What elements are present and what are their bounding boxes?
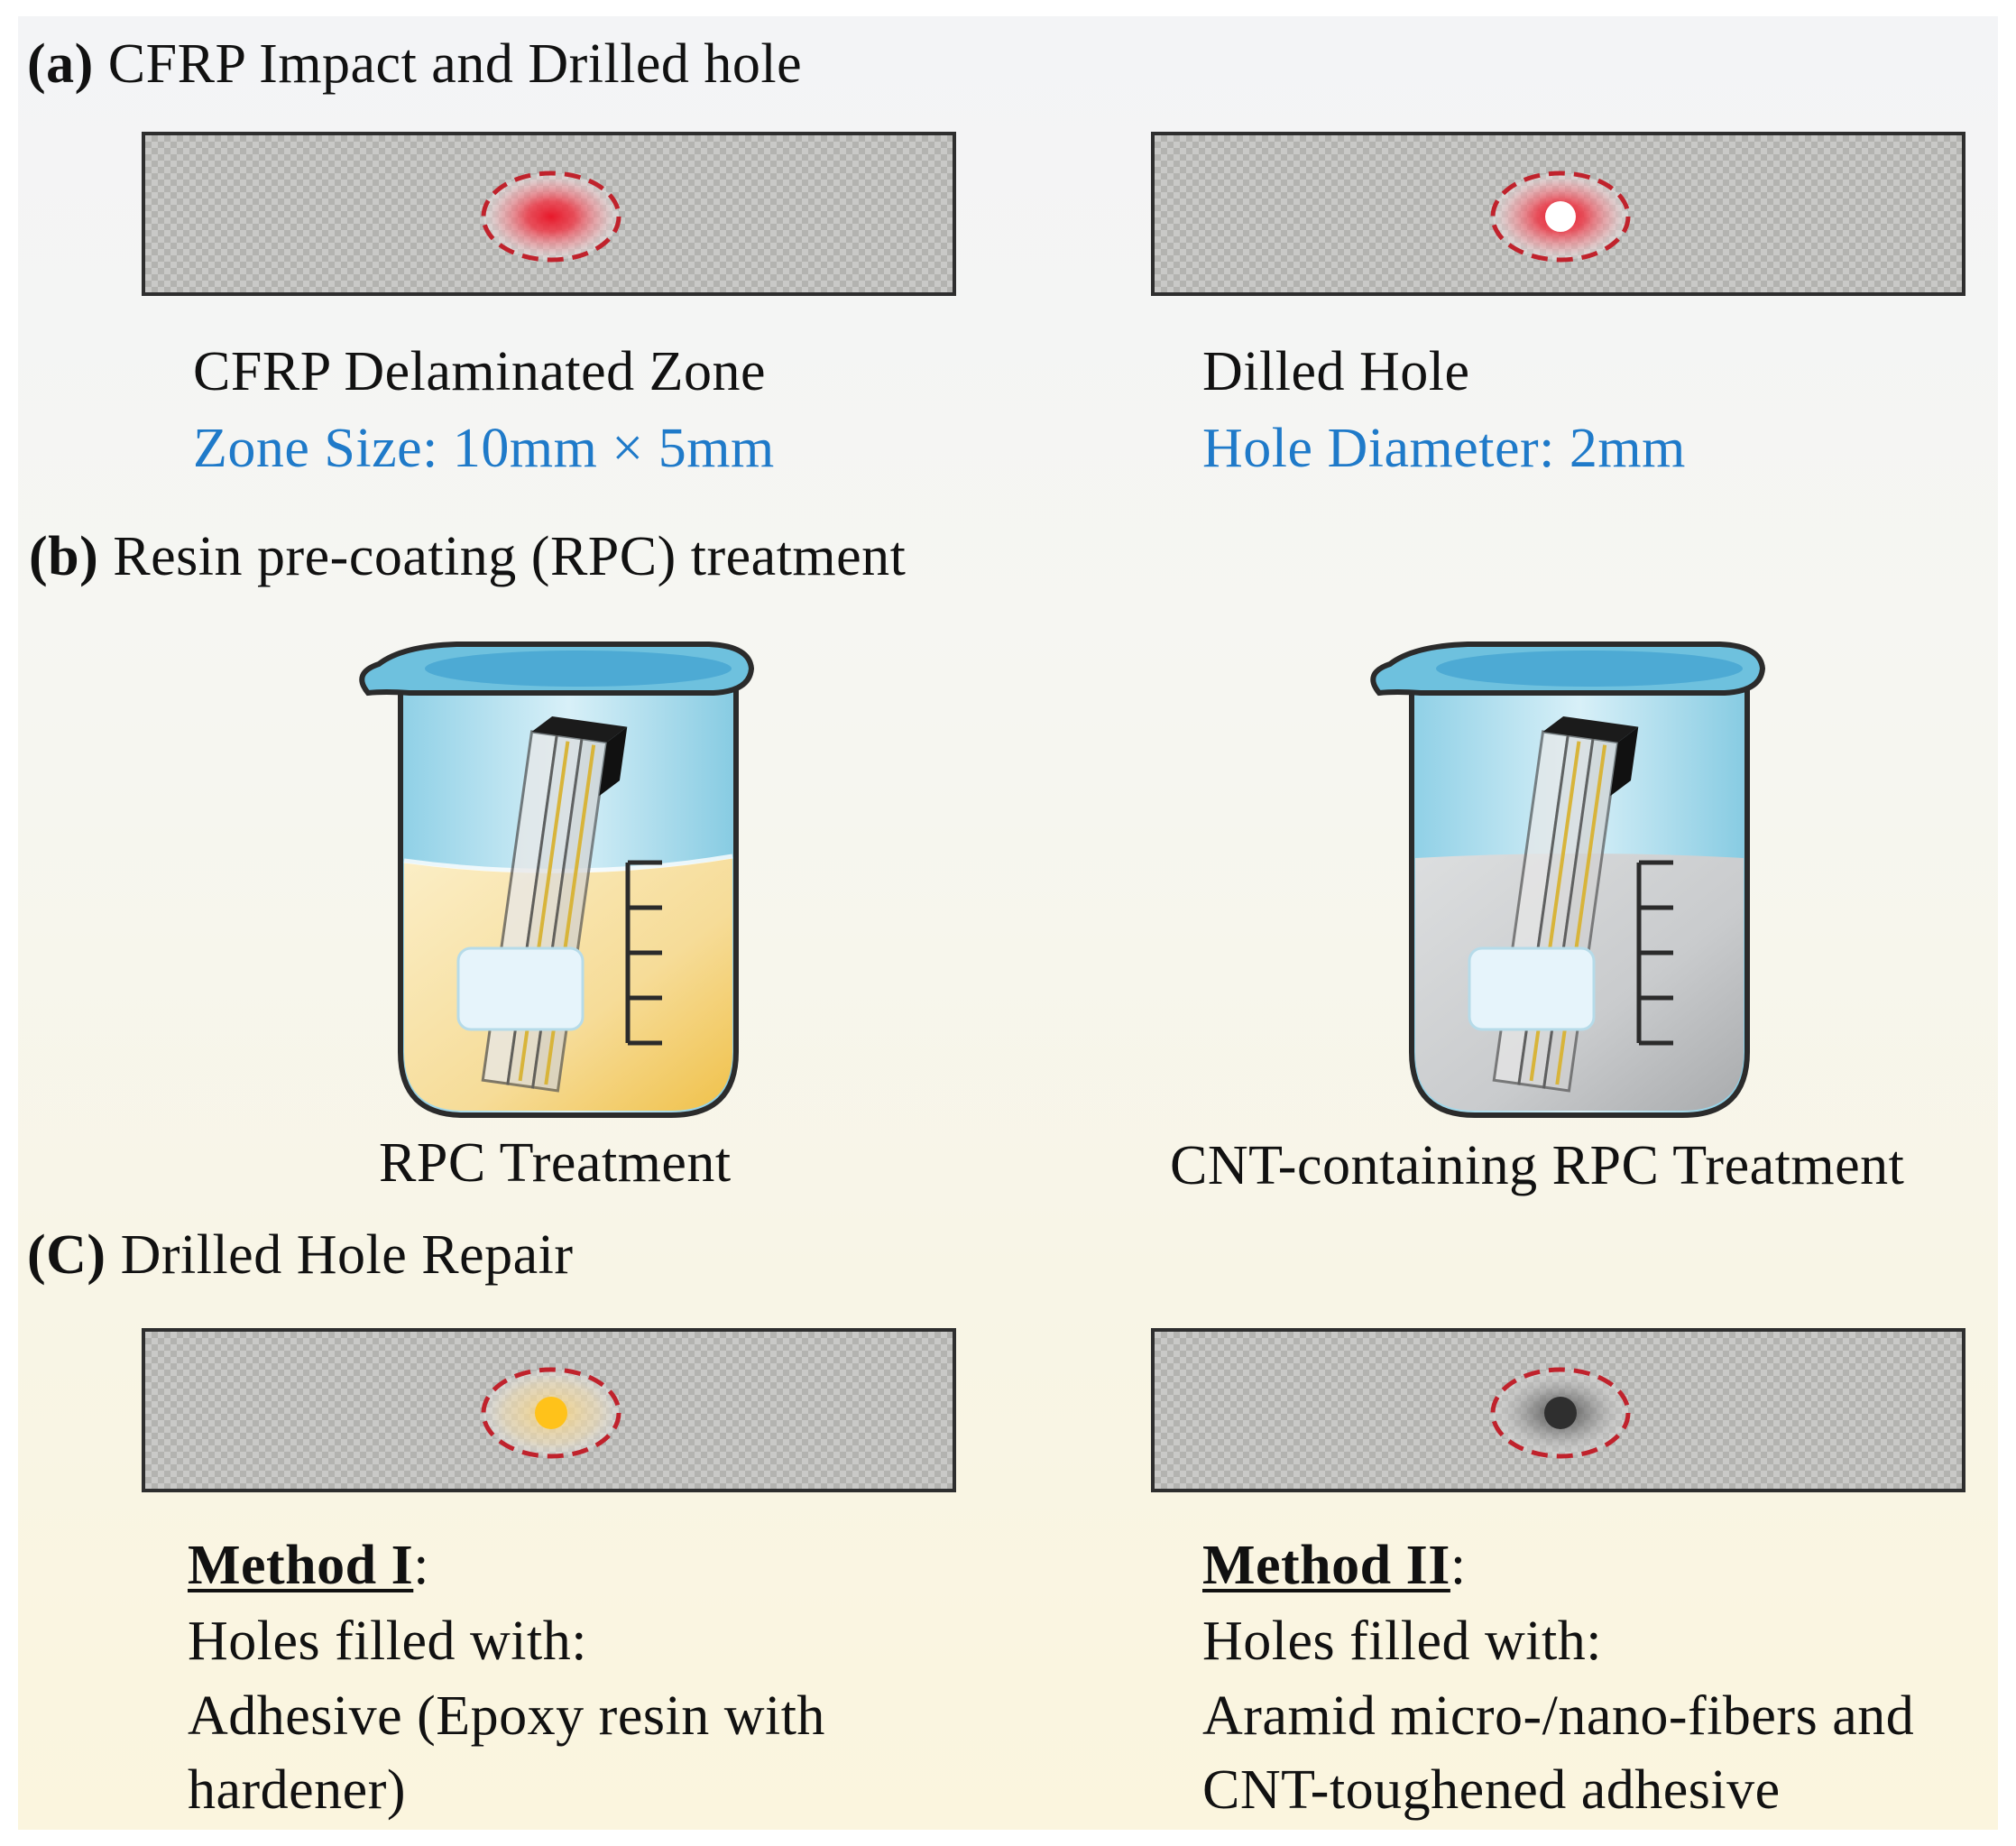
- section-b-title-text: Resin pre-coating (RPC) treatment: [113, 526, 907, 587]
- method2-heading: Method II:: [1202, 1537, 1467, 1593]
- section-a-marker: (a): [27, 33, 94, 95]
- method1-line2: Adhesive (Epoxy resin with: [188, 1685, 825, 1747]
- drilled-hole-graphic: [1490, 171, 1631, 263]
- drilled-hole: [1545, 201, 1576, 232]
- beaker-label-patch: [456, 946, 585, 1031]
- method1-heading: Method I:: [188, 1537, 429, 1593]
- cnt-rpc-beaker: [1370, 641, 1766, 1118]
- delamination-zone-outline: [481, 171, 621, 263]
- method2-colon: :: [1450, 1535, 1467, 1596]
- method2-heading-text: Method II: [1202, 1535, 1450, 1596]
- cfrp-panel-method2: [1151, 1328, 1965, 1492]
- figure-canvas: (a) CFRP Impact and Drilled hole: [18, 16, 1998, 1830]
- drilled-zone-outline: [1490, 171, 1631, 263]
- drilled-hole-label: Dilled Hole: [1202, 341, 1470, 402]
- method1-line1: Holes filled with:: [188, 1611, 587, 1672]
- section-c-title-text: Drilled Hole Repair: [120, 1224, 574, 1286]
- cfrp-panel-drilled: [1151, 132, 1965, 296]
- cnt-rpc-treatment-label: CNT-containing RPC Treatment: [1170, 1135, 1905, 1196]
- delamination-zone-graphic: [481, 171, 621, 263]
- beaker-opening: [1436, 651, 1743, 687]
- method2-repair-graphic: [1490, 1367, 1631, 1459]
- measurement-marks: [1636, 860, 1673, 1046]
- method1-zone-outline: [481, 1367, 621, 1459]
- section-a-title-text: CFRP Impact and Drilled hole: [107, 33, 803, 95]
- method2-line2: Aramid micro-/nano-fibers and: [1202, 1685, 1915, 1747]
- rpc-beaker: [359, 641, 755, 1118]
- method2-line1: Holes filled with:: [1202, 1611, 1602, 1672]
- section-c-marker: (C): [27, 1224, 106, 1286]
- cfrp-panel-method1: [142, 1328, 956, 1492]
- method1-repair-graphic: [481, 1367, 621, 1459]
- method2-zone-outline: [1490, 1367, 1631, 1459]
- rpc-treatment-label: RPC Treatment: [379, 1132, 732, 1194]
- delamination-zone: [483, 173, 619, 260]
- delaminated-zone-label: CFRP Delaminated Zone: [193, 341, 767, 402]
- section-a-title: (a) CFRP Impact and Drilled hole: [27, 36, 802, 92]
- beaker-label-patch: [1468, 946, 1596, 1031]
- zone-size-label: Zone Size: 10mm × 5mm: [193, 418, 775, 479]
- specimen-top: [1542, 715, 1639, 743]
- method1-heading-text: Method I: [188, 1535, 414, 1596]
- method2-line3: CNT-toughened adhesive: [1202, 1759, 1781, 1821]
- beaker-opening: [425, 651, 732, 687]
- section-b-marker: (b): [29, 526, 99, 587]
- specimen-top: [531, 715, 628, 743]
- hole-diameter-label: Hole Diameter: 2mm: [1202, 418, 1686, 479]
- section-b-title: (b) Resin pre-coating (RPC) treatment: [29, 529, 906, 585]
- adhesive-filled-hole: [535, 1397, 567, 1429]
- section-c-title: (C) Drilled Hole Repair: [27, 1227, 573, 1283]
- method1-colon: :: [413, 1535, 430, 1596]
- cfrp-panel-impact: [142, 132, 956, 296]
- cnt-filled-hole: [1544, 1397, 1577, 1429]
- method1-line3: hardener): [188, 1759, 406, 1821]
- measurement-marks: [625, 860, 662, 1046]
